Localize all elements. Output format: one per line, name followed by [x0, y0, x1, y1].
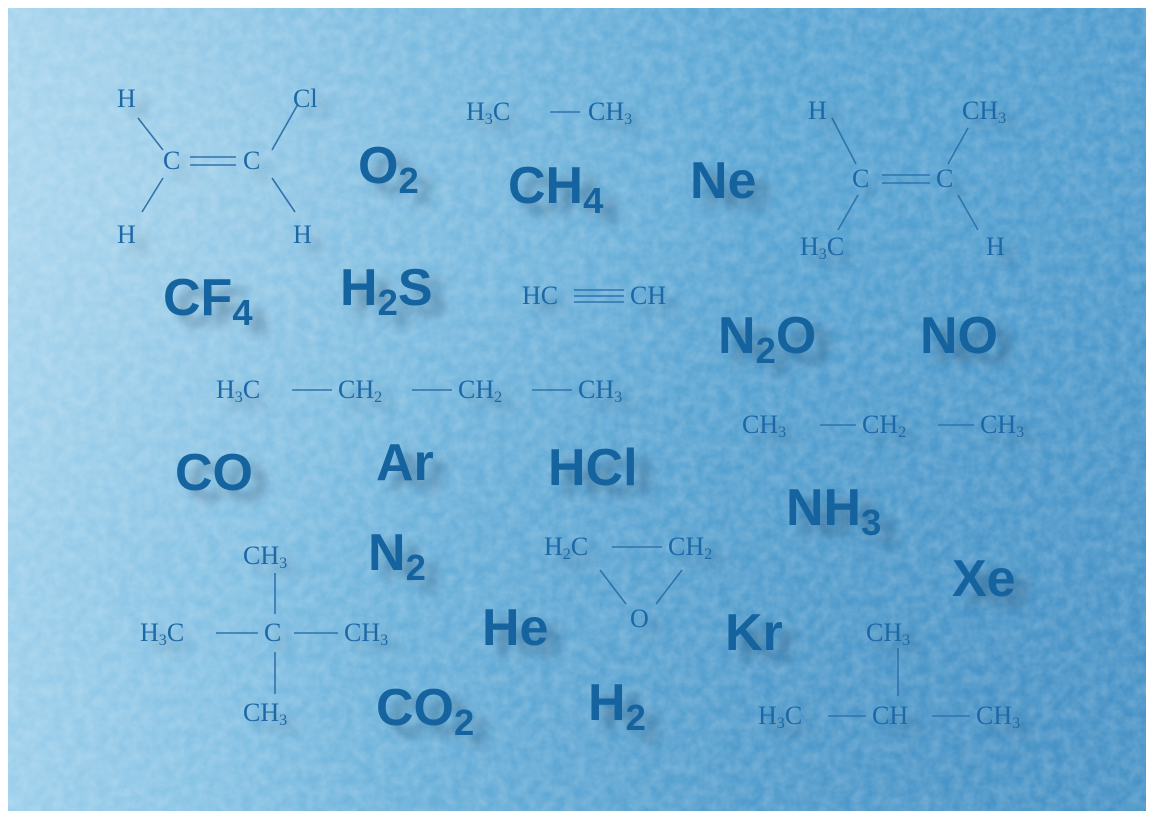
group-ch3: CH3: [962, 96, 1007, 128]
group-ch3: CH3: [976, 701, 1021, 733]
formula-co2: CO2: [376, 679, 475, 744]
atom-h: H: [293, 220, 312, 249]
atom-cl: Cl: [293, 84, 318, 113]
atom-c: C: [852, 164, 870, 193]
group-h3c: H3C: [800, 232, 845, 264]
group-ch: CH: [630, 281, 667, 310]
group-ch2: CH2: [458, 375, 503, 407]
formula-o2: O2: [358, 137, 419, 202]
atom-c: C: [163, 146, 181, 175]
atom-o: O: [630, 604, 649, 633]
group-h3c: H3C: [140, 618, 185, 650]
group-h3c: H3C: [466, 97, 511, 129]
group-ch2: CH2: [338, 375, 383, 407]
formula-cf4: CF4: [163, 269, 253, 334]
group-h3c: H3C: [216, 375, 261, 407]
group-ch2: CH2: [668, 532, 713, 564]
formula-nh3: NH3: [786, 479, 882, 544]
formula-ch4: CH4: [508, 157, 604, 222]
texture-noise: [8, 8, 1146, 811]
group-h3c: H3C: [758, 701, 803, 733]
formula-h2s: H2S: [340, 259, 433, 324]
formula-h2: H2: [588, 674, 646, 739]
group-ch3: CH3: [243, 541, 288, 573]
atom-h: H: [117, 220, 136, 249]
formula-n2: N2: [368, 524, 426, 589]
formula-ne: Ne: [690, 152, 757, 210]
atom-c: C: [936, 164, 954, 193]
group-ch3: CH3: [578, 375, 623, 407]
group-hc: HC: [522, 281, 559, 310]
group-ch: CH: [872, 701, 909, 730]
atom-c: C: [264, 618, 282, 647]
formula-ar: Ar: [376, 434, 434, 492]
formula-xe: Xe: [952, 550, 1016, 608]
group-ch2: CH2: [862, 410, 907, 442]
formula-kr: Kr: [725, 604, 783, 662]
atom-h: H: [117, 84, 136, 113]
group-ch3: CH3: [980, 410, 1025, 442]
formula-he: He: [482, 599, 549, 657]
group-ch3: CH3: [588, 97, 633, 129]
formula-hcl: HCl: [548, 439, 638, 497]
group-ch3: CH3: [243, 698, 288, 730]
formula-no: NO: [920, 307, 998, 365]
formula-n2o: N2O: [718, 307, 817, 372]
group-ch3: CH3: [344, 618, 389, 650]
formula-co: CO: [175, 444, 253, 502]
atom-c: C: [243, 146, 261, 175]
atom-h: H: [986, 232, 1005, 261]
group-ch3: CH3: [866, 618, 911, 650]
atom-h: H: [808, 96, 827, 125]
group-ch3: CH3: [742, 410, 787, 442]
group-h2c: H2C: [544, 532, 589, 564]
